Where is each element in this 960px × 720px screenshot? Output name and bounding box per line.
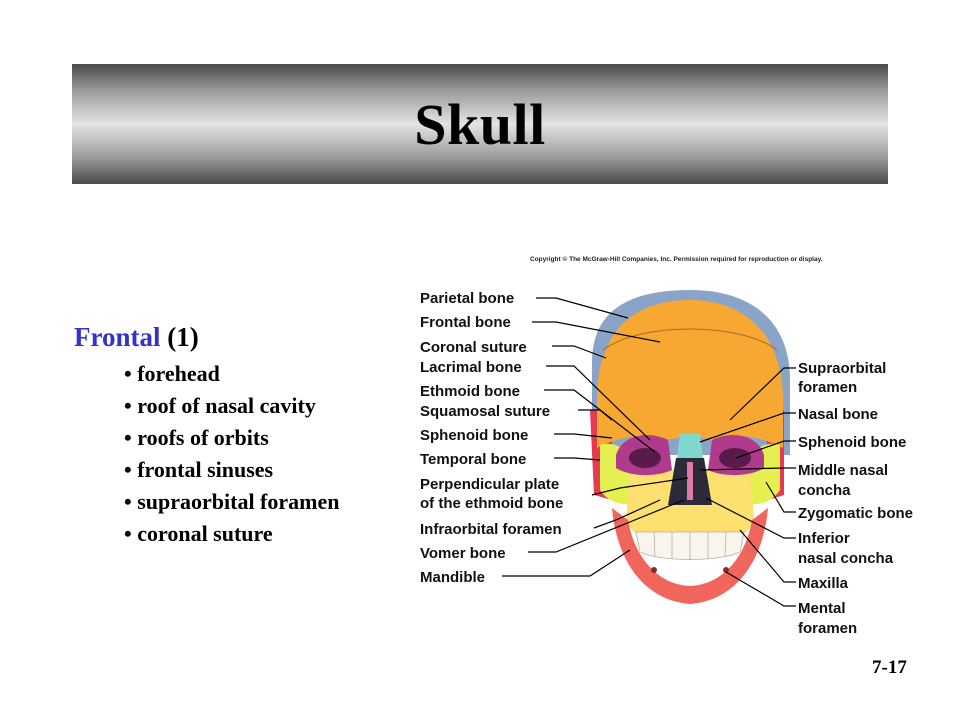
left-labels: Parietal bone Frontal bone Coronal sutur… [420, 290, 563, 586]
label-vomer-bone: Vomer bone [420, 545, 506, 562]
frontal-name: Frontal [74, 322, 161, 352]
orbit-right-shadow [719, 448, 751, 468]
frontal-heading: Frontal (1) [74, 322, 199, 353]
maxilla-shape [626, 470, 754, 548]
label-parietal-bone: Parietal bone [420, 290, 514, 307]
bullet-item: supraorbital foramen [124, 489, 339, 521]
mental-foramen-left [651, 567, 657, 573]
nasal-bone-shape [677, 434, 703, 458]
page-title: Skull [414, 91, 546, 157]
bullet-item: forehead [124, 361, 339, 393]
bullet-item: roofs of orbits [124, 425, 339, 457]
copyright-notice: Copyright © The McGraw-Hill Companies, I… [530, 256, 823, 263]
label-nasal-bone: Nasal bone [798, 406, 878, 423]
label-infraorbital-foramen: Infraorbital foramen [420, 521, 562, 538]
orbit-left-shadow [629, 448, 661, 468]
label-coronal-suture: Coronal suture [420, 339, 527, 356]
label-lacrimal-bone: Lacrimal bone [420, 359, 522, 376]
label-squamosal-suture: Squamosal suture [420, 403, 550, 420]
mandible-shape [612, 508, 768, 604]
label-sphenoid-bone-left: Sphenoid bone [420, 427, 528, 444]
perpendicular-plate-shape [687, 462, 693, 500]
mental-foramen-right [723, 567, 729, 573]
page-number: 7-17 [872, 657, 907, 678]
bullet-item: frontal sinuses [124, 457, 339, 489]
bullet-item: coronal suture [124, 521, 339, 553]
label-zygomatic-bone: Zygomatic bone [798, 505, 913, 522]
label-maxilla: Maxilla [798, 575, 849, 592]
bullet-item: roof of nasal cavity [124, 393, 339, 425]
label-sphenoid-bone-right: Sphenoid bone [798, 434, 906, 451]
label-mandible: Mandible [420, 569, 485, 586]
frontal-bone-shape [597, 300, 783, 448]
frontal-bullet-list: forehead roof of nasal cavity roofs of o… [124, 361, 339, 553]
title-bar: Skull [72, 64, 888, 184]
frontal-count: (1) [167, 322, 199, 352]
leader-lines [502, 297, 796, 607]
label-frontal-bone: Frontal bone [420, 314, 511, 331]
label-ethmoid-bone: Ethmoid bone [420, 383, 520, 400]
label-temporal-bone: Temporal bone [420, 451, 526, 468]
